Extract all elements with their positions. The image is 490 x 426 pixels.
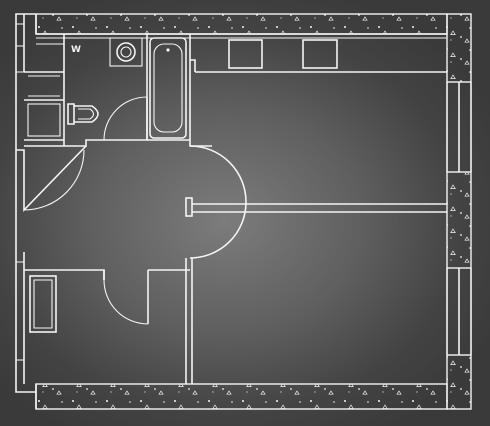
toilet-bowl bbox=[74, 105, 99, 123]
door-post bbox=[185, 197, 193, 217]
kitchen-counter bbox=[36, 33, 447, 73]
washer-label: W bbox=[71, 45, 81, 55]
left-door bbox=[15, 145, 87, 250]
double-door bbox=[185, 145, 247, 259]
closet bbox=[29, 275, 57, 333]
right-windows bbox=[446, 82, 472, 355]
toilet-tank bbox=[67, 103, 75, 125]
concrete-walls bbox=[35, 13, 472, 410]
bathroom bbox=[24, 34, 212, 147]
sink bbox=[116, 42, 136, 62]
lower-walls bbox=[24, 258, 193, 384]
stove-left bbox=[228, 39, 263, 69]
stove-right bbox=[302, 39, 338, 69]
bathroom-door bbox=[103, 96, 148, 141]
room-partition bbox=[192, 203, 447, 213]
bathtub bbox=[149, 37, 187, 139]
left-exterior-wall bbox=[15, 13, 36, 393]
